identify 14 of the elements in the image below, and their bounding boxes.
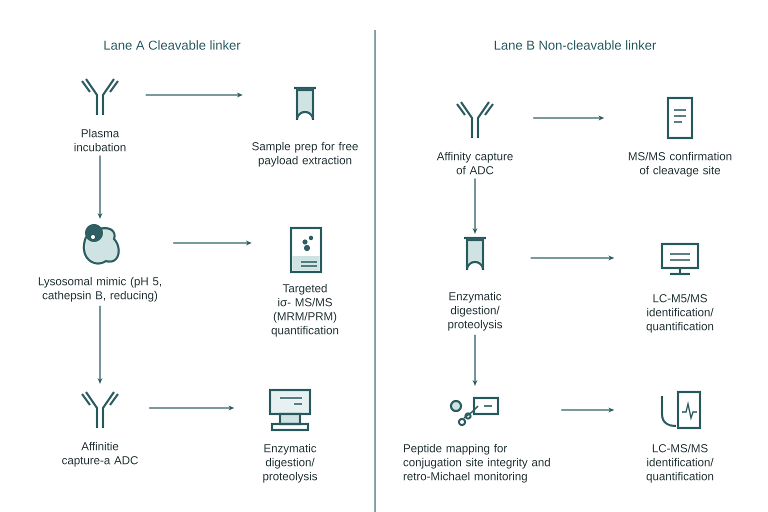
step-label: Enzymatic digestion/ proteolysis <box>263 444 318 483</box>
step-label: Plasma incubation <box>74 128 126 152</box>
step-label: Enzymatic digestion/ proteolysis <box>448 292 502 331</box>
step-label: Peptide mapping for conjugation site integrity and retro-Michael monitoring <box>404 444 550 483</box>
step-label: Lysosomal mimic (pH 5, cathepsin B, reducing) <box>38 276 162 302</box>
step-label: LC-M5/MS identification/ quantification <box>646 294 714 333</box>
step-label: Affinitie capture-a ADC <box>62 442 138 467</box>
step-label: LC-MS/MS identification/ quantification <box>646 444 714 483</box>
step-label: Sample prep for free payload extraction <box>252 142 358 167</box>
step-label: Affinity capture of ADC <box>436 152 513 174</box>
lane-heading: Lane A Cleavable linker <box>104 40 240 50</box>
lane-heading: Lane B Non-cleavable linker <box>494 40 656 50</box>
step-label: Targeted iσ- MS/MS (MRM/PRM) quantification <box>272 284 338 337</box>
step-label: MS/MS confirmation of cleavage site <box>628 152 732 177</box>
